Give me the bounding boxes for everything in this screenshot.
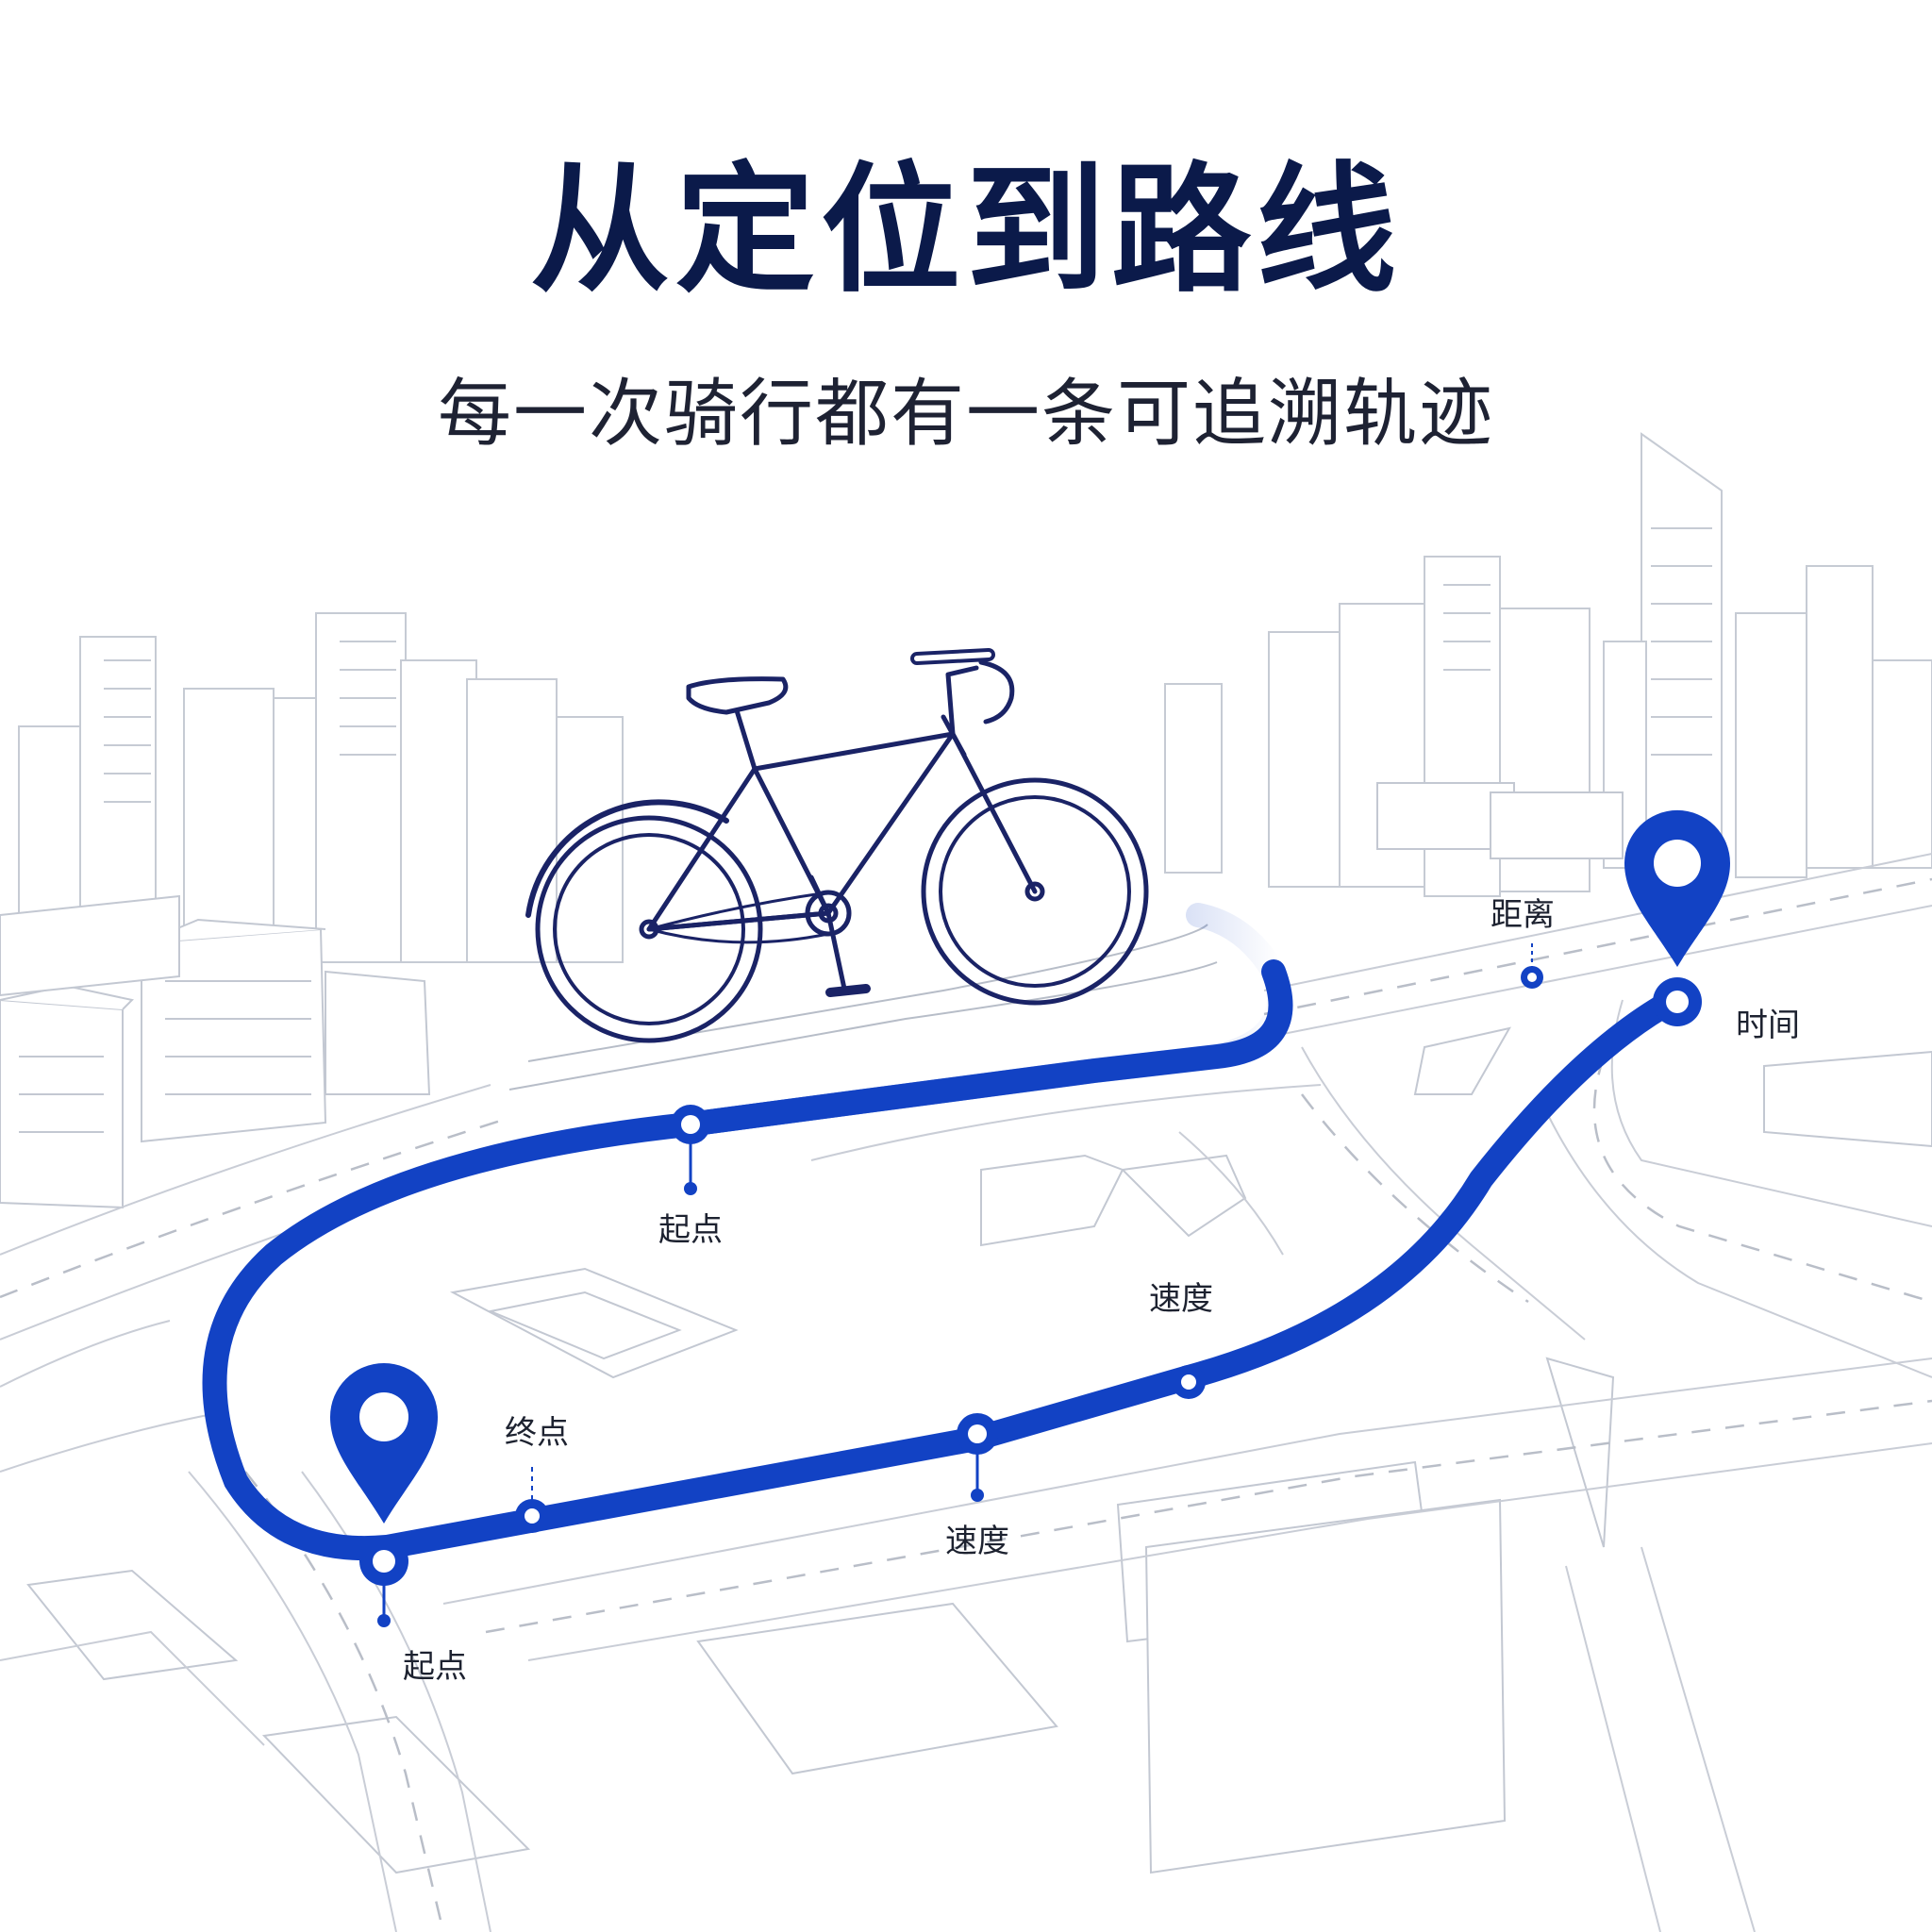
label-distance: 距离 bbox=[1491, 896, 1555, 934]
city-blocks bbox=[0, 782, 1932, 1874]
page-title: 从定位到路线 bbox=[530, 149, 1402, 311]
label-speed-upper: 速度 bbox=[1149, 1280, 1213, 1318]
label-start-top: 起点 bbox=[658, 1211, 723, 1249]
bike-platform bbox=[508, 924, 1218, 1091]
map-pin-icon bbox=[1624, 809, 1731, 967]
waypoint-start-top bbox=[671, 1105, 710, 1195]
skyline-right bbox=[1164, 432, 1932, 897]
waypoint-start-bottom bbox=[359, 1537, 408, 1627]
label-speed-lower: 速度 bbox=[945, 1523, 1009, 1560]
map-pin-icon bbox=[330, 1363, 438, 1524]
label-time: 时间 bbox=[1736, 1007, 1800, 1044]
waypoint-time bbox=[1653, 977, 1702, 1026]
roads bbox=[0, 853, 1932, 1932]
waypoint-speed-upper bbox=[1172, 1365, 1206, 1399]
page-subtitle: 每一次骑行都有一条可追溯轨迹 bbox=[437, 372, 1494, 457]
route-path bbox=[202, 903, 1690, 1561]
waypoint-distance bbox=[1521, 943, 1543, 989]
label-start-bottom: 起点 bbox=[403, 1648, 467, 1686]
label-end: 终点 bbox=[505, 1414, 569, 1452]
bicycle-icon bbox=[525, 648, 1149, 1043]
route-waypoints bbox=[359, 943, 1702, 1627]
waypoint-speed-lower bbox=[957, 1413, 998, 1502]
waypoint-end bbox=[515, 1467, 549, 1533]
